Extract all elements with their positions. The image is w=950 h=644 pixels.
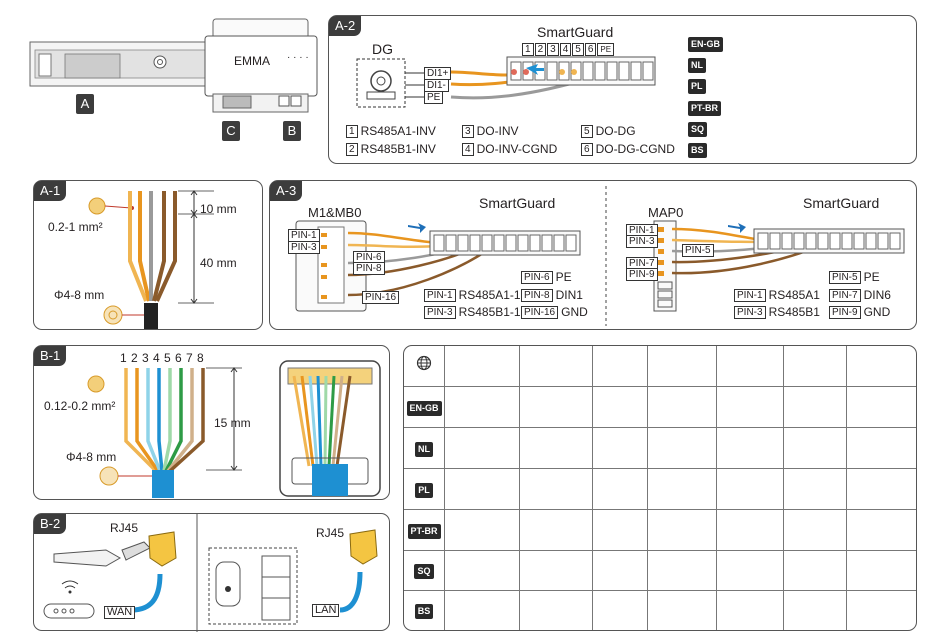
table-row-bs: BS (414, 604, 434, 620)
a2-terminal-3: 3 (547, 43, 559, 56)
panel-b2: B-2 RJ45 RJ45 WAN LAN (33, 513, 390, 632)
a3-right-pin-3: PIN-3 (626, 235, 658, 248)
b1-wire-area: 0.12-0.2 mm² (44, 399, 116, 413)
a1-sheath-length: 40 mm (200, 256, 237, 270)
a2-terminal-4: 4 (559, 43, 572, 56)
a1-cable-drawing (88, 190, 214, 329)
a3-right-module: MAP0 (648, 205, 684, 220)
b2-left-connector-label: RJ45 (110, 521, 139, 535)
a2-terminal-5: 5 (572, 43, 584, 56)
panel-a3-tag: A-3 (270, 181, 303, 201)
a2-lang-pl: PL (688, 79, 706, 94)
b1-pin-2: 2 (131, 351, 138, 365)
top-device-area: EMMA · · · · A C B (25, 14, 325, 149)
a2-lang-sq: SQ (688, 122, 708, 137)
b1-pin-6: 6 (175, 351, 182, 365)
device-dots: · · · · (287, 52, 309, 63)
device-illustration (29, 18, 318, 113)
a2-lang-nl: NL (688, 58, 706, 73)
a2-terminal-1: 1 (522, 43, 534, 56)
b2-lan-label: LAN (312, 604, 340, 617)
a1-diameter: Φ4-8 mm (54, 288, 105, 302)
b1-diameter: Φ4-8 mm (66, 450, 117, 464)
b1-pin-7: 7 (186, 351, 193, 365)
device-label: EMMA (234, 54, 270, 68)
a3-left-module: M1&MB0 (308, 205, 362, 220)
a2-terminal-pe: PE (597, 43, 615, 56)
table-row-en-gb: EN-GB (406, 400, 442, 416)
a3-left-pin-3: PIN-3 (288, 241, 320, 254)
a3-left-smartguard-label: SmartGuard (479, 195, 556, 211)
marker-c: C (222, 121, 240, 141)
b1-strip-length: 15 mm (214, 416, 251, 430)
marker-b: B (283, 121, 301, 141)
a2-lang-pt-br: PT-BR (688, 101, 721, 116)
table-row-pt-br: PT-BR (407, 523, 441, 539)
a1-strip-length: 10 mm (200, 202, 237, 216)
a3-right-pin-5: PIN-5 (682, 244, 714, 257)
language-table-panel: EN-GB NL PL PT-BR SQ BS (403, 345, 917, 631)
a2-terminal-6: 6 (584, 43, 597, 56)
b2-connection-drawing (43, 514, 378, 632)
globe-cell (404, 346, 445, 386)
a2-lang-en-gb: EN-GB (688, 37, 723, 52)
a2-wire-pe: PE (424, 91, 444, 104)
panel-a1-tag: A-1 (34, 181, 67, 201)
table-row-pl: PL (415, 482, 433, 498)
panel-a1: A-1 0.2-1 mm² 10 mm 40 mm Φ4-8 mm (33, 180, 263, 330)
a2-smartguard-label: SmartGuard (537, 24, 614, 40)
b1-pin-1: 1 (120, 351, 127, 365)
b1-cable-drawing (87, 360, 381, 498)
a3-left-pin-16: PIN-16 (362, 291, 400, 304)
b2-wan-label: WAN (104, 606, 136, 619)
a3-wiring-drawing (295, 186, 905, 326)
a3-right-smartguard-label: SmartGuard (803, 195, 880, 211)
a3-left-pin-8: PIN-8 (353, 262, 385, 275)
panel-a2-tag: A-2 (329, 16, 362, 36)
a2-dg-label: DG (372, 41, 393, 57)
table-row-sq: SQ (414, 564, 434, 579)
marker-a: A (76, 94, 94, 114)
a2-lang-bs: BS (688, 143, 707, 158)
a2-terminal-2: 2 (534, 43, 547, 56)
b1-pin-4: 4 (153, 351, 160, 365)
globe-icon (416, 356, 432, 371)
a3-right-pin-9: PIN-9 (626, 268, 658, 281)
b1-pin-3: 3 (142, 351, 149, 365)
panel-a3: A-3 (269, 180, 917, 330)
a1-wire-area: 0.2-1 mm² (48, 220, 103, 234)
b1-pin-8: 8 (197, 351, 204, 365)
a2-wiring-drawing (356, 56, 656, 108)
b1-pin-5: 5 (164, 351, 171, 365)
panel-b2-tag: B-2 (34, 514, 67, 534)
b2-right-connector-label: RJ45 (316, 526, 345, 540)
language-table: EN-GB NL PL PT-BR SQ BS (404, 346, 916, 630)
table-row-nl: NL (415, 441, 433, 457)
panel-b1-tag: B-1 (34, 346, 67, 366)
